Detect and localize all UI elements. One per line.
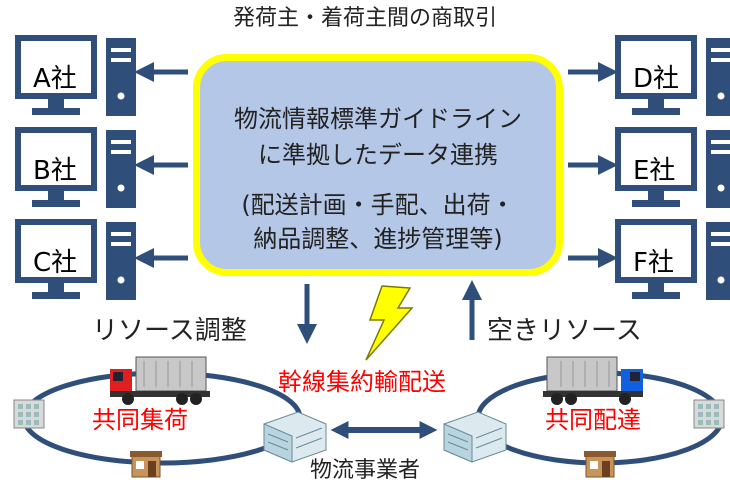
truck-left-icon xyxy=(109,356,211,406)
truck-right-icon xyxy=(542,356,644,406)
joint-pickup-label: 共同集荷 xyxy=(92,406,188,434)
center-text-line-2: に準拠したデータ連携 xyxy=(258,141,498,169)
logistics-operators-label: 物流事業者 xyxy=(310,458,421,483)
office-building-right-icon xyxy=(693,399,725,429)
free-resource-label: 空きリソース xyxy=(487,316,642,346)
lightning-icon xyxy=(365,285,414,361)
company-f-label: F社 xyxy=(633,248,674,278)
center-text-line-1: 物流情報標準ガイドライン xyxy=(234,105,522,133)
resource-adjust-label: リソース調整 xyxy=(92,316,247,346)
office-building-left-icon xyxy=(13,399,45,429)
center-text-line-3: (配送計画・手配、出荷・ xyxy=(241,191,515,219)
company-a-label: A社 xyxy=(33,64,77,94)
warehouse-right-icon xyxy=(443,411,507,463)
diagram-title: 発荷主・着荷主間の商取引 xyxy=(232,6,497,31)
company-c-label: C社 xyxy=(33,248,77,278)
data-integration-box: 物流情報標準ガイドライン に準拠したデータ連携 (配送計画・手配、出荷・ 納品調… xyxy=(193,54,563,276)
joint-delivery-label: 共同配達 xyxy=(545,406,641,434)
shop-left-icon xyxy=(129,450,163,478)
company-b-label: B社 xyxy=(33,156,77,186)
center-text-line-4: 納品調整、進捗管理等) xyxy=(253,225,503,253)
shop-right-icon xyxy=(583,450,617,478)
company-e-label: E社 xyxy=(633,156,675,186)
warehouse-left-icon xyxy=(263,411,327,463)
trunk-line-label: 幹線集約輸配送 xyxy=(278,368,446,396)
company-d-label: D社 xyxy=(633,64,679,94)
